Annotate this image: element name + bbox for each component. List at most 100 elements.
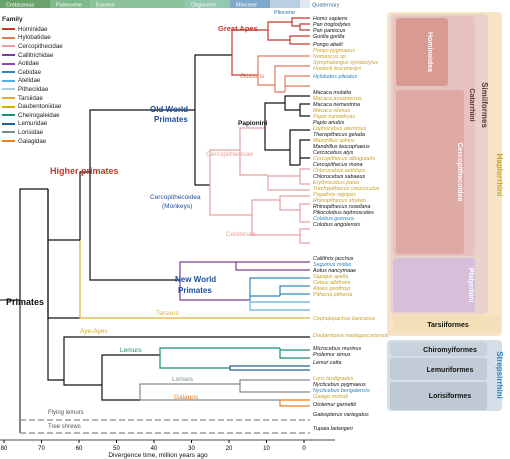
species-label: Macaca nemestrina bbox=[313, 102, 360, 108]
epoch-segment bbox=[0, 0, 50, 8]
legend-label: Pitheciidae bbox=[18, 85, 49, 93]
legend-swatch bbox=[2, 105, 15, 108]
axis-tick-label: 50 bbox=[113, 446, 120, 452]
legend-label: Aotidae bbox=[18, 60, 39, 68]
monkeys-label: (Monkeys) bbox=[162, 203, 192, 210]
legend-label: Lorisidae bbox=[18, 128, 44, 136]
galagos-label: Galagos bbox=[174, 394, 199, 401]
epoch-label: Miocene bbox=[236, 3, 257, 9]
tree-branches bbox=[0, 17, 310, 434]
species-label: Saguinus midas bbox=[313, 262, 352, 268]
legend-item: Cercopithecidae bbox=[2, 42, 72, 51]
colobinae-label: Colobinae bbox=[226, 231, 256, 238]
epoch-segment bbox=[50, 0, 90, 8]
simiiformes-label: Simiiformes bbox=[480, 82, 489, 128]
legend-item: Aotidae bbox=[2, 59, 72, 68]
species-label: Mandrillus leucophaeus bbox=[313, 144, 370, 150]
species-label: Pongo abelii bbox=[313, 42, 343, 48]
species-label: Lemur catta bbox=[313, 360, 341, 366]
platyrrhini-band bbox=[393, 258, 475, 312]
root-branch bbox=[0, 299, 21, 433]
axis-tick-label: 80 bbox=[1, 446, 8, 452]
species-label: Microcebus murinus bbox=[313, 346, 362, 352]
lemuriformes-label: Lemuriformes bbox=[427, 367, 474, 374]
legend-swatch bbox=[2, 88, 15, 91]
species-label: Symphalangus syndactylus bbox=[313, 60, 379, 66]
axis-tick-label: 10 bbox=[263, 446, 270, 452]
species-label: Nycticebus pygmaeus bbox=[313, 382, 366, 388]
epoch-label: Cretaceous bbox=[6, 3, 34, 9]
species-label: Papio hamadryas bbox=[313, 114, 355, 120]
new-world-label-2: Primates bbox=[178, 286, 212, 295]
cercopithecoidea-label: Cercopithecoidea bbox=[456, 143, 463, 202]
legend-item: Galagidae bbox=[2, 137, 72, 146]
legend-label: Atelidae bbox=[18, 77, 41, 85]
legend-swatch bbox=[2, 140, 15, 143]
lorisiformes-label: Lorisiformes bbox=[429, 393, 472, 400]
species-label: Macaca assamensis bbox=[313, 96, 362, 102]
species-label: Theropithecus gelada bbox=[313, 132, 365, 138]
epoch-label: Pliocene bbox=[274, 10, 295, 16]
species-label: Otolemur garnettii bbox=[313, 402, 357, 408]
species-label: Pygathrix nigripes bbox=[313, 192, 356, 198]
legend-swatch bbox=[2, 114, 15, 117]
species-label: Cercopithecus mona bbox=[313, 162, 362, 168]
legend-swatch bbox=[2, 28, 15, 31]
cercopithecoidea-label: Cercopithecoidea bbox=[150, 194, 201, 201]
tree-shrews-label: Tree shrews bbox=[48, 424, 81, 430]
legend-title: Family bbox=[2, 16, 23, 23]
aye-ayes-label: Aye-Ayes bbox=[80, 328, 108, 335]
species-label: Colobus angolensis bbox=[313, 222, 360, 228]
species-label: Tupaia belangeri bbox=[313, 426, 354, 432]
axis-tick-label: 0 bbox=[302, 446, 306, 452]
species-label: Hoolock leuconedys bbox=[313, 66, 362, 72]
epoch-label: Quaternary bbox=[312, 3, 340, 9]
legend-swatch bbox=[2, 122, 15, 125]
legend-label: Daubentoniidae bbox=[18, 103, 62, 111]
legend-item: Pitheciidae bbox=[2, 85, 72, 94]
lemurs-label: Lemurs bbox=[120, 347, 142, 354]
species-label: Pan troglodytes bbox=[313, 22, 351, 28]
gibbons-label: Gibbons bbox=[240, 73, 265, 80]
flying-lemurs-label: Flying lemurs bbox=[48, 410, 84, 416]
species-label: Pithecia pithecia bbox=[313, 292, 352, 298]
hominoidea-label: Hominoidea bbox=[426, 32, 433, 72]
chiromyiformes-band bbox=[390, 342, 487, 356]
legend-label: Tarsiidae bbox=[18, 94, 43, 102]
epoch-segment bbox=[300, 0, 310, 8]
species-label: Nycticebus bengalensis bbox=[313, 388, 370, 394]
axis-tick-label: 30 bbox=[188, 446, 195, 452]
legend-swatch bbox=[2, 131, 15, 134]
species-label: Gorilla gorilla bbox=[313, 34, 344, 40]
old-world-label-2: Primates bbox=[154, 115, 188, 124]
platyrrhini-label: Platyrrhini bbox=[467, 268, 474, 303]
species-label: Aotus nancymaae bbox=[312, 268, 356, 274]
tarsiiformes-label: Tarsiiformes bbox=[427, 322, 469, 329]
legend-swatch bbox=[2, 62, 15, 65]
epoch-segment bbox=[270, 0, 300, 8]
species-label: Pan paniscus bbox=[313, 28, 346, 34]
species-label: Colobus guereza bbox=[313, 216, 354, 222]
species-label: Cephalopachus bancanus bbox=[313, 316, 376, 322]
taxon-bands bbox=[387, 12, 502, 411]
legend-item: Atelidae bbox=[2, 77, 72, 86]
species-label: Galeopterus variegatus bbox=[313, 412, 369, 418]
legend-item: Cebidae bbox=[2, 68, 72, 77]
legend-swatch bbox=[2, 36, 15, 39]
new-world-label-1: New World bbox=[175, 275, 216, 284]
primates-stem bbox=[19, 188, 48, 300]
legend-swatch bbox=[2, 54, 15, 57]
legend-item: Hominidae bbox=[2, 25, 72, 34]
axis-tick-label: 60 bbox=[76, 446, 83, 452]
legend-label: Lemuridae bbox=[18, 120, 48, 128]
species-label: Prolemur simus bbox=[313, 352, 351, 358]
epoch-segment bbox=[90, 0, 185, 8]
species-label: Pongo pygmaeus bbox=[313, 48, 355, 54]
axis-tick-label: 20 bbox=[226, 446, 233, 452]
species-label: Trachypithecus crepusculus bbox=[313, 186, 380, 192]
